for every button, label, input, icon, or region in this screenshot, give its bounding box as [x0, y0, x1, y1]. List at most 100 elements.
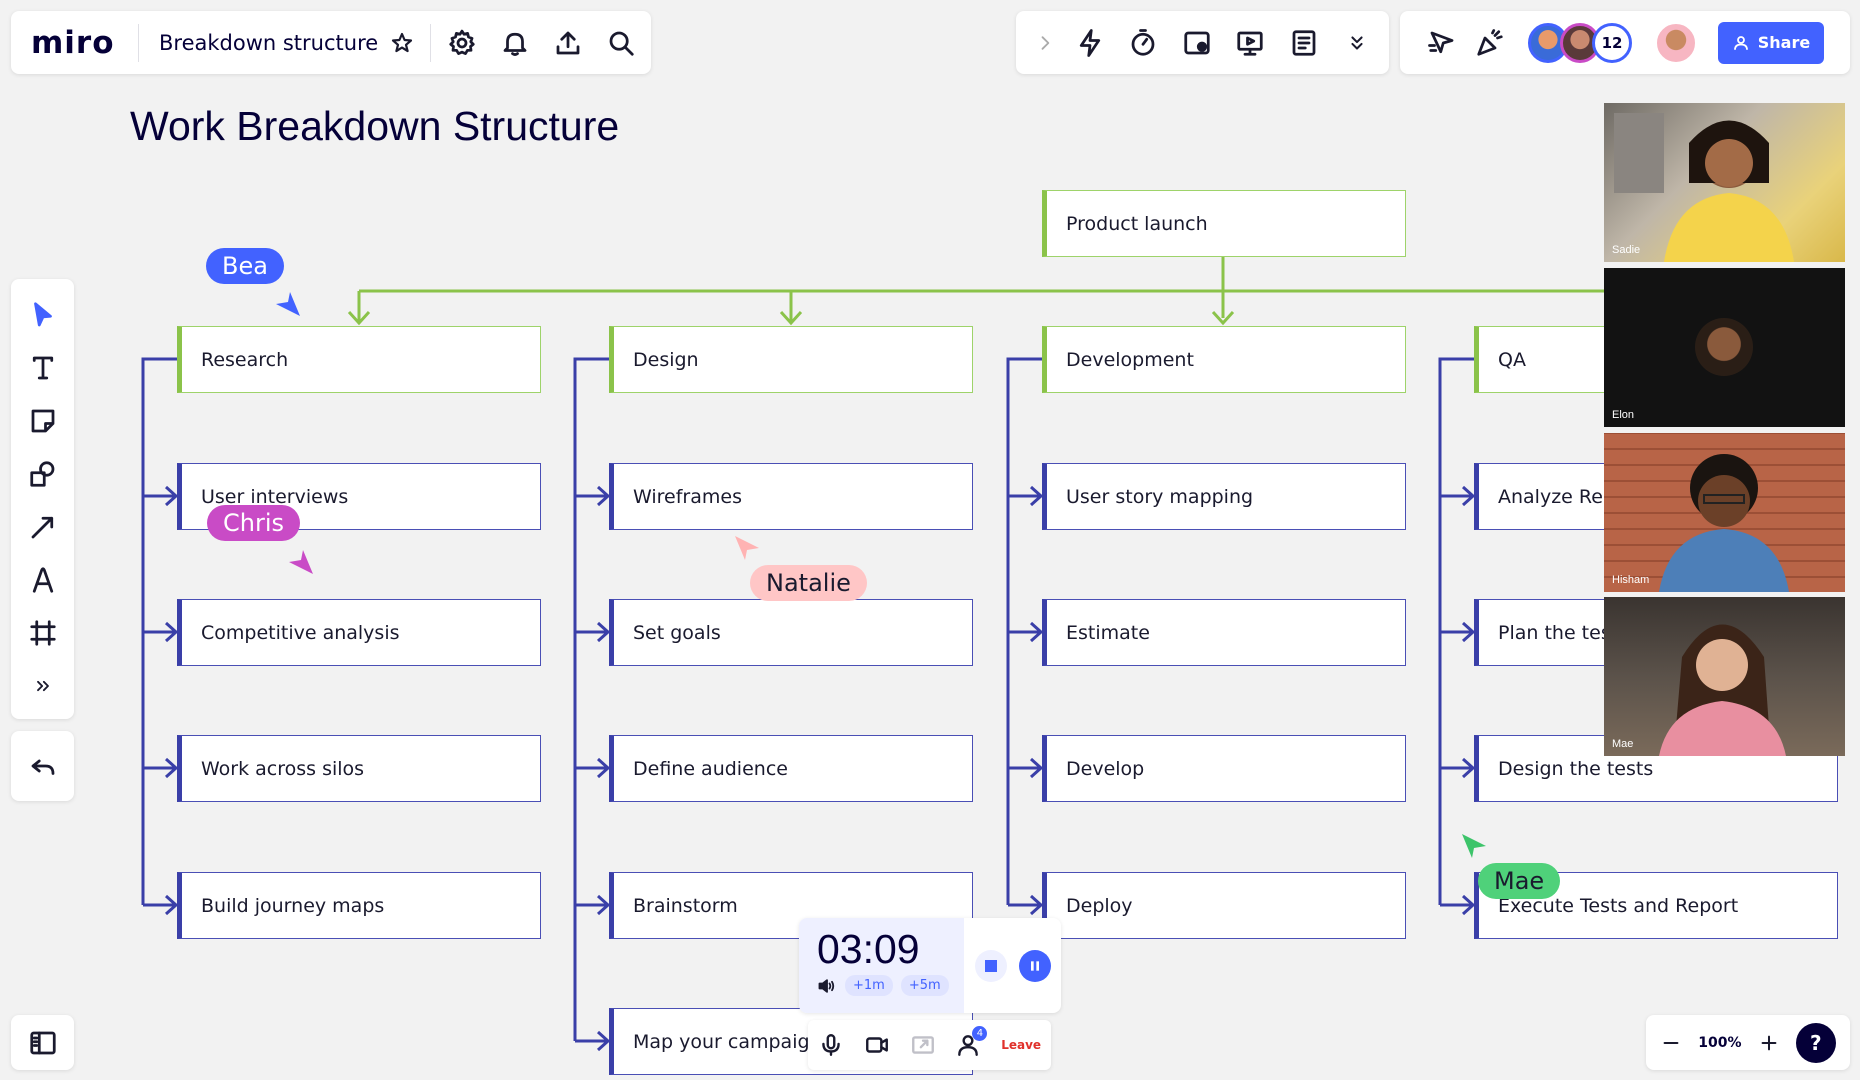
collaborator-count-badge[interactable]: 12 — [1592, 22, 1632, 63]
connector-arrowhead — [596, 894, 611, 916]
chevron-right-icon[interactable] — [1032, 21, 1058, 65]
stop-icon — [984, 959, 997, 972]
card-competitive-analysis[interactable]: Competitive analysis — [177, 599, 541, 666]
camera-icon[interactable] — [864, 1032, 890, 1058]
video-tile-sadie[interactable]: Sadie — [1604, 103, 1845, 262]
card-deploy[interactable]: Deploy — [1042, 872, 1406, 939]
participant-video-image — [1659, 454, 1789, 592]
sidebar-toggle-icon[interactable] — [28, 1028, 58, 1058]
video-tile-mae[interactable]: Mae — [1604, 597, 1845, 756]
card-label: Estimate — [1066, 621, 1150, 644]
shapes-icon[interactable] — [21, 452, 65, 496]
card-build-journey-maps[interactable]: Build journey maps — [177, 872, 541, 939]
upload-icon[interactable] — [546, 21, 590, 65]
frame-icon[interactable] — [21, 611, 65, 655]
follow-cursor-icon[interactable] — [1420, 21, 1464, 65]
card-define-audience[interactable]: Define audience — [609, 735, 973, 802]
celebrate-icon[interactable] — [1468, 21, 1512, 65]
creation-toolbar — [11, 279, 74, 719]
card-wireframes[interactable]: Wireframes — [609, 463, 973, 530]
gear-icon[interactable] — [440, 21, 484, 65]
stop-button[interactable] — [974, 949, 1007, 982]
search-icon[interactable] — [599, 21, 643, 65]
video-chat-icon[interactable] — [1175, 21, 1219, 65]
presentation-icon[interactable] — [1228, 21, 1272, 65]
star-icon[interactable] — [384, 21, 420, 65]
arrow-line-icon[interactable] — [21, 505, 65, 549]
more-tools-icon[interactable] — [21, 664, 65, 708]
card-label: Map your campaign — [633, 1030, 822, 1053]
text-icon[interactable] — [21, 346, 65, 390]
board-heading: Work Breakdown Structure — [130, 103, 620, 149]
connector-arrowhead — [596, 757, 611, 779]
card-research[interactable]: Research — [177, 326, 541, 393]
avatar[interactable] — [1654, 20, 1698, 65]
pen-icon[interactable] — [21, 558, 65, 602]
microphone-icon[interactable] — [818, 1032, 844, 1058]
divider — [430, 23, 432, 62]
timer-widget: 03:09 +1m +5m — [799, 918, 1061, 1013]
bell-icon[interactable] — [493, 21, 537, 65]
pause-button[interactable] — [1018, 949, 1051, 982]
miro-logo[interactable]: miro — [31, 24, 115, 61]
add-5-minutes-button[interactable]: +5m — [900, 975, 949, 996]
board-header: miro Breakdown structure — [11, 11, 651, 74]
leave-button[interactable]: Leave — [1001, 1038, 1042, 1052]
card-brainstorm[interactable]: Brainstorm — [609, 872, 973, 939]
connector-arrowhead — [1029, 757, 1044, 779]
card-user-story-mapping[interactable]: User story mapping — [1042, 463, 1406, 530]
card-develop[interactable]: Develop — [1042, 735, 1406, 802]
video-tile-name: Elon — [1612, 409, 1635, 421]
card-work-across-silos[interactable]: Work across silos — [177, 735, 541, 802]
timer-icon[interactable] — [1121, 21, 1165, 65]
board-title[interactable]: Breakdown structure — [159, 30, 379, 55]
card-set-goals[interactable]: Set goals — [609, 599, 973, 666]
connector-line — [573, 357, 609, 1041]
share-screen-icon[interactable] — [910, 1032, 936, 1058]
notes-icon[interactable] — [1282, 21, 1326, 65]
card-label: QA — [1498, 348, 1526, 371]
connector-arrowhead — [1461, 621, 1476, 643]
card-estimate[interactable]: Estimate — [1042, 599, 1406, 666]
card-development[interactable]: Development — [1042, 326, 1406, 393]
zoom-out-icon[interactable] — [1660, 1032, 1682, 1054]
card-label: Wireframes — [633, 485, 742, 508]
timer-actions — [964, 918, 1061, 1013]
participants-count-badge: 4 — [972, 1026, 988, 1041]
cursor-label-bea: Bea — [206, 248, 284, 284]
user-icon — [1733, 35, 1748, 50]
cursor-arrow-icon — [289, 550, 313, 574]
undo-icon[interactable] — [28, 751, 58, 781]
video-tile-hisham[interactable]: Hisham — [1604, 433, 1845, 592]
zoom-in-icon[interactable] — [1758, 1032, 1780, 1054]
root-card[interactable]: Product launch — [1042, 190, 1406, 257]
select-cursor-icon[interactable] — [21, 293, 65, 337]
share-button[interactable]: Share — [1718, 21, 1824, 64]
card-label: Design — [633, 348, 699, 371]
zoom-controls: 100% ? — [1646, 1015, 1850, 1070]
speaker-icon[interactable] — [817, 976, 837, 996]
card-label: Set goals — [633, 621, 721, 644]
add-1-minute-button[interactable]: +1m — [845, 975, 893, 996]
collaborator-avatars[interactable]: 12 — [1528, 20, 1698, 65]
zoom-level[interactable]: 100% — [1698, 1034, 1742, 1051]
card-design[interactable]: Design — [609, 326, 973, 393]
sticky-note-icon[interactable] — [21, 399, 65, 443]
share-panel: 12 Share — [1400, 11, 1850, 74]
participants-icon[interactable]: 4 — [955, 1026, 988, 1058]
help-button[interactable]: ? — [1795, 1022, 1836, 1063]
card-label: Work across silos — [201, 757, 365, 780]
card-label: Deploy — [1066, 894, 1133, 917]
card-label: User story mapping — [1066, 485, 1254, 508]
lightning-icon[interactable] — [1068, 21, 1112, 65]
card-label: Define audience — [633, 757, 788, 780]
connector-arrowhead — [1461, 757, 1476, 779]
cursor-label-natalie: Natalie — [750, 565, 867, 601]
chevron-double-down-icon[interactable] — [1335, 21, 1379, 65]
video-tile-elon[interactable]: Elon — [1604, 268, 1845, 427]
card-label: Execute Tests and Report — [1498, 894, 1739, 917]
connector-arrowhead — [1029, 621, 1044, 643]
cursor-arrow-icon — [276, 292, 300, 316]
timer-controls: +1m +5m — [817, 975, 949, 996]
cursor-label-mae: Mae — [1478, 863, 1561, 899]
